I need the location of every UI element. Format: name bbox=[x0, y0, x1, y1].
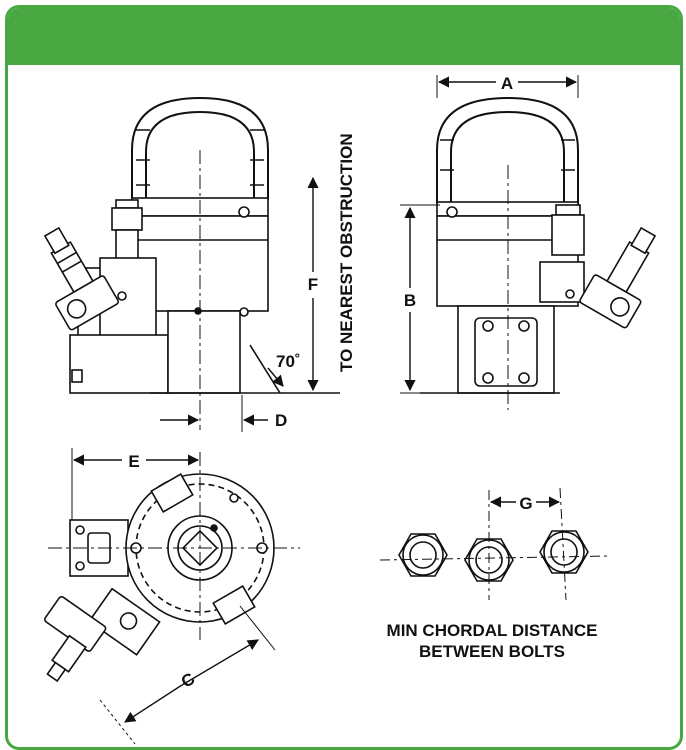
label-f: F bbox=[308, 275, 318, 294]
plan-view bbox=[44, 473, 275, 683]
bolt-1 bbox=[398, 533, 448, 577]
label-c: C bbox=[178, 669, 198, 692]
bolt-3 bbox=[539, 530, 589, 574]
dimension-g: G bbox=[489, 494, 561, 513]
bolt-center-3 bbox=[559, 487, 567, 601]
header-bar bbox=[8, 8, 680, 65]
bolt-circle-line bbox=[379, 555, 611, 561]
label-e: E bbox=[128, 452, 139, 471]
side-view-left bbox=[43, 96, 340, 394]
label-d: D bbox=[275, 411, 287, 430]
label-b: B bbox=[404, 291, 416, 310]
caption-line1: MIN CHORDAL DISTANCE bbox=[387, 621, 598, 640]
label-angle: 70˚ bbox=[276, 352, 301, 371]
dimension-d: D bbox=[160, 395, 287, 432]
side-view-right bbox=[420, 96, 657, 394]
angle-indicator: 70˚ bbox=[267, 352, 301, 387]
obstruction-label: TO NEAREST OBSTRUCTION bbox=[337, 133, 356, 372]
label-a: A bbox=[501, 74, 513, 93]
bolts-view bbox=[398, 530, 589, 582]
dimension-b: B bbox=[400, 204, 440, 394]
label-g: G bbox=[519, 494, 532, 513]
dimension-a: A bbox=[436, 74, 579, 98]
dimension-e: E bbox=[71, 448, 200, 520]
caption-line2: BETWEEN BOLTS bbox=[419, 642, 565, 661]
dimension-f: F bbox=[307, 176, 319, 392]
